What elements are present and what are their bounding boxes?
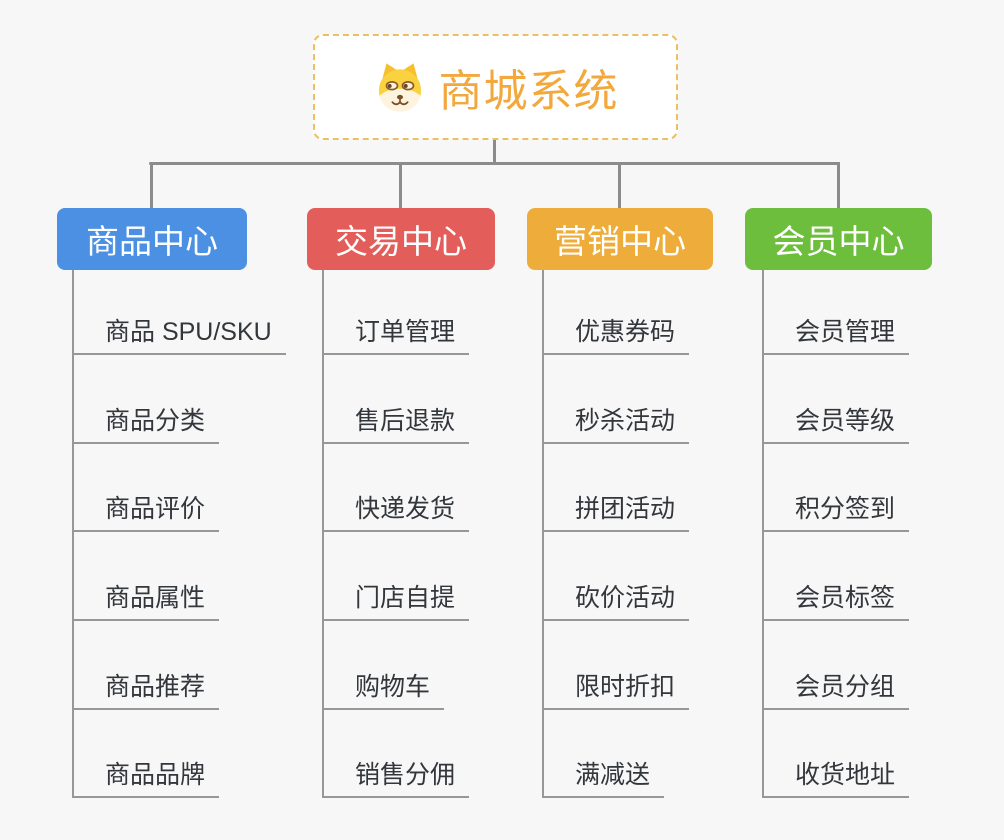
root-title: 商城系统 bbox=[438, 67, 619, 116]
branch-item[interactable]: 商品评价 bbox=[72, 488, 220, 532]
branch-item[interactable]: 限时折扣 bbox=[542, 666, 690, 710]
branch-header-marketing-center[interactable]: 营销中心 bbox=[527, 208, 713, 270]
branch-item[interactable]: 商品推荐 bbox=[72, 666, 220, 710]
branch-item[interactable]: 快递发货 bbox=[322, 488, 470, 532]
dog-face-icon bbox=[373, 60, 427, 114]
branch-item[interactable]: 秒杀活动 bbox=[542, 400, 690, 444]
branch-item[interactable]: 会员标签 bbox=[762, 577, 910, 621]
branch-column-product: 商品 SPU/SKU 商品分类 商品评价 商品属性 商品推荐 商品品牌 bbox=[72, 270, 322, 798]
branch-item[interactable]: 购物车 bbox=[322, 666, 445, 710]
connector-root-stem bbox=[493, 140, 496, 164]
branch-item[interactable]: 商品 SPU/SKU bbox=[72, 311, 286, 355]
connector-drop-4 bbox=[837, 162, 840, 208]
branch-item[interactable]: 优惠券码 bbox=[542, 311, 690, 355]
connector-horizontal-bar bbox=[149, 162, 839, 165]
connector-drop-2 bbox=[399, 162, 402, 208]
connector-drop-1 bbox=[150, 162, 153, 208]
branch-header-product-center[interactable]: 商品中心 bbox=[57, 208, 247, 270]
branch-item[interactable]: 会员等级 bbox=[762, 400, 910, 444]
branch-item[interactable]: 积分签到 bbox=[762, 488, 910, 532]
branch-item[interactable]: 砍价活动 bbox=[542, 577, 690, 621]
branch-item[interactable]: 收货地址 bbox=[762, 754, 910, 798]
branch-item[interactable]: 销售分佣 bbox=[322, 754, 470, 798]
branch-item[interactable]: 订单管理 bbox=[322, 311, 470, 355]
root-node[interactable]: 商城系统 bbox=[313, 34, 678, 140]
branch-item[interactable]: 商品品牌 bbox=[72, 754, 220, 798]
branch-header-member-center[interactable]: 会员中心 bbox=[745, 208, 932, 270]
branch-item[interactable]: 会员管理 bbox=[762, 311, 910, 355]
branch-item[interactable]: 拼团活动 bbox=[542, 488, 690, 532]
branch-item[interactable]: 门店自提 bbox=[322, 577, 470, 621]
branch-item[interactable]: 商品分类 bbox=[72, 400, 220, 444]
branch-item[interactable]: 商品属性 bbox=[72, 577, 220, 621]
branch-column-marketing: 优惠券码 秒杀活动 拼团活动 砍价活动 限时折扣 满减送 bbox=[542, 270, 792, 798]
connector-drop-3 bbox=[618, 162, 621, 208]
branch-column-member: 会员管理 会员等级 积分签到 会员标签 会员分组 收货地址 bbox=[762, 270, 1004, 798]
branch-header-trade-center[interactable]: 交易中心 bbox=[307, 208, 495, 270]
branch-item[interactable]: 会员分组 bbox=[762, 666, 910, 710]
branch-item[interactable]: 售后退款 bbox=[322, 400, 470, 444]
branch-item[interactable]: 满减送 bbox=[542, 754, 665, 798]
branch-column-trade: 订单管理 售后退款 快递发货 门店自提 购物车 销售分佣 bbox=[322, 270, 572, 798]
